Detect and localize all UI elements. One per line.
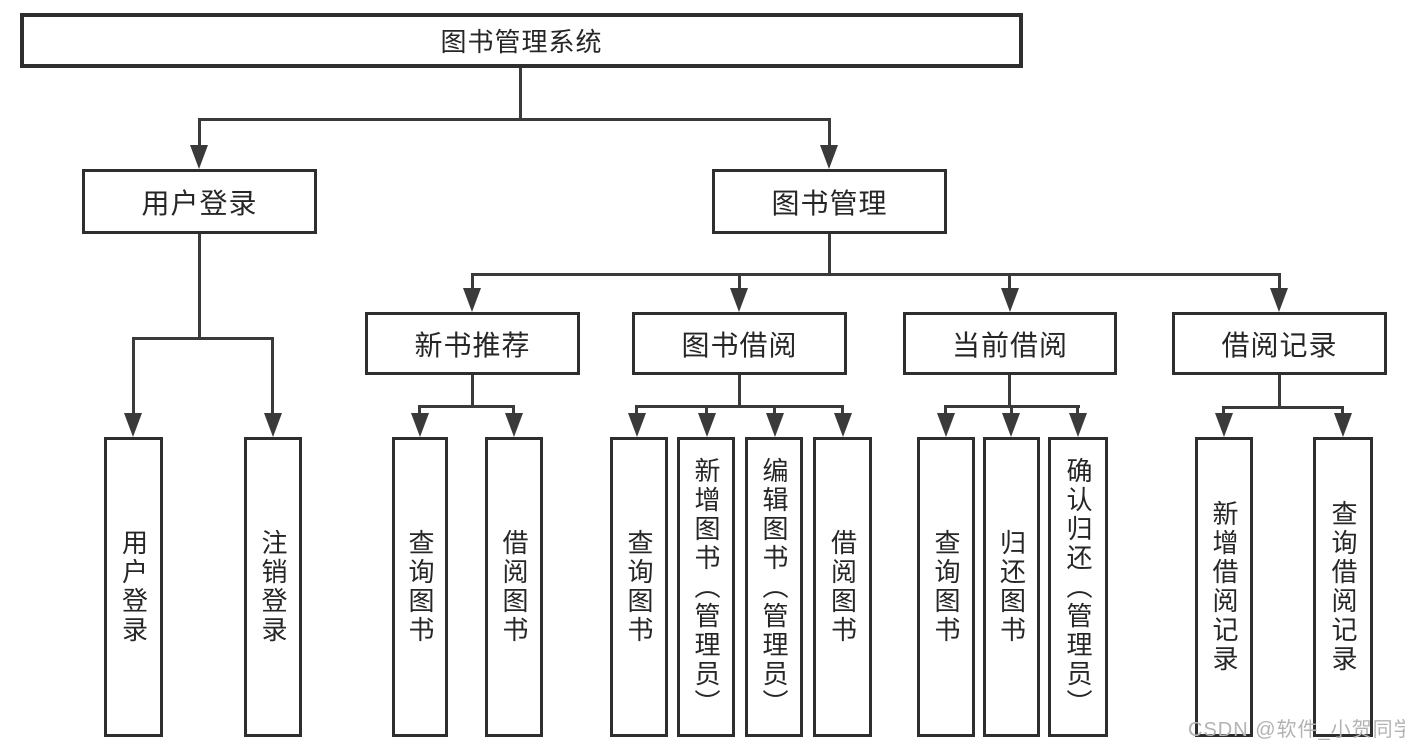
leaf-cb-confirm-return-admin-label: 确认归还（管理员） xyxy=(1063,456,1093,718)
leaf-nb-borrow-books-label: 借阅图书 xyxy=(499,529,529,645)
connector-new-book-splitter xyxy=(418,405,515,408)
arrowhead-bb-query xyxy=(628,413,646,437)
arrowhead-borrow-records xyxy=(1270,288,1288,312)
connector-user-login-stem xyxy=(198,232,201,337)
leaf-cb-return-books-label: 归还图书 xyxy=(996,529,1027,645)
arrowhead-book-mgmt xyxy=(820,145,838,169)
arrowhead-book-borrow xyxy=(730,288,748,312)
connector-drop-nb-query xyxy=(418,405,421,417)
leaf-nb-borrow-books: 借阅图书 xyxy=(485,437,543,737)
leaf-bb-edit-books-admin-label: 编辑图书（管理员） xyxy=(759,456,789,718)
connector-drop-book-borrow xyxy=(738,273,741,291)
leaf-bb-borrow-books-label: 借阅图书 xyxy=(827,529,858,645)
leaf-bb-borrow-books: 借阅图书 xyxy=(813,437,872,737)
leaf-logout: 注销登录 xyxy=(244,437,302,737)
arrowhead-bb-edit xyxy=(766,413,784,437)
connector-drop-bb-edit xyxy=(773,405,776,417)
connector-new-book-stem xyxy=(471,373,474,406)
connector-book-mgmt-stem xyxy=(828,232,831,273)
leaf-br-add-record-label: 新增借阅记录 xyxy=(1209,500,1239,674)
arrowhead-cb-return xyxy=(1002,413,1020,437)
connector-borrow-records-splitter xyxy=(1222,406,1344,409)
connector-drop-cb-return xyxy=(1010,405,1013,417)
connector-book-borrow-stem xyxy=(738,373,741,406)
leaf-br-query-record-label: 查询借阅记录 xyxy=(1328,500,1358,674)
leaf-cb-query-books-label: 查询图书 xyxy=(931,529,961,645)
arrowhead-nb-borrow xyxy=(505,413,523,437)
leaf-bb-query-books: 查询图书 xyxy=(610,437,668,737)
leaf-cb-confirm-return-admin: 确认归还（管理员） xyxy=(1048,437,1108,737)
arrowhead-new-book xyxy=(463,288,481,312)
leaf-bb-add-books-admin-label: 新增图书（管理员） xyxy=(691,456,721,718)
connector-drop-current-borrow xyxy=(1008,273,1011,291)
node-book-mgmt-label: 图书管理 xyxy=(771,187,888,219)
leaf-br-query-record: 查询借阅记录 xyxy=(1313,437,1373,737)
node-borrow-records-label: 借阅记录 xyxy=(1221,329,1338,361)
node-root: 图书管理系统 xyxy=(20,13,1023,68)
leaf-user-login: 用户登录 xyxy=(104,437,163,737)
node-current-borrow: 当前借阅 xyxy=(903,312,1117,375)
leaf-logout-label: 注销登录 xyxy=(258,529,288,645)
node-current-borrow-label: 当前借阅 xyxy=(951,329,1068,361)
csdn-watermark: CSDN @软件_小贺同学 xyxy=(1188,719,1405,741)
arrowhead-nb-query xyxy=(411,413,429,437)
node-book-borrow: 图书借阅 xyxy=(632,312,847,375)
connector-drop-user-login xyxy=(198,118,201,148)
leaf-br-add-record: 新增借阅记录 xyxy=(1195,437,1253,737)
leaf-bb-add-books-admin: 新增图书（管理员） xyxy=(677,437,735,737)
node-borrow-records: 借阅记录 xyxy=(1172,312,1387,375)
leaf-nb-query-books: 查询图书 xyxy=(392,437,448,737)
connector-drop-leaf-logout xyxy=(271,337,274,417)
connector-drop-book-mgmt xyxy=(828,118,831,148)
arrowhead-bb-borrow xyxy=(834,413,852,437)
arrowhead-current-borrow xyxy=(1001,288,1019,312)
connector-drop-nb-borrow xyxy=(512,405,515,417)
arrowhead-br-add xyxy=(1215,413,1233,437)
leaf-cb-return-books: 归还图书 xyxy=(983,437,1040,737)
arrowhead-user-login xyxy=(190,145,208,169)
connector-user-login-splitter xyxy=(132,337,274,340)
connector-root-stem xyxy=(519,66,522,118)
node-book-borrow-label: 图书借阅 xyxy=(681,329,798,361)
connector-drop-leaf-login xyxy=(132,337,135,417)
arrowhead-cb-confirm xyxy=(1069,413,1087,437)
connector-drop-borrow-records xyxy=(1278,273,1281,291)
leaf-nb-query-books-label: 查询图书 xyxy=(405,529,435,645)
arrowhead-bb-add xyxy=(698,413,716,437)
arrowhead-br-query xyxy=(1334,413,1352,437)
connector-level2-splitter xyxy=(198,118,831,121)
connector-book-borrow-splitter xyxy=(635,405,844,408)
connector-current-borrow-stem xyxy=(1008,373,1011,406)
connector-drop-bb-query xyxy=(635,405,638,417)
node-new-book-rec-label: 新书推荐 xyxy=(414,329,531,361)
leaf-cb-query-books: 查询图书 xyxy=(917,437,975,737)
node-book-mgmt: 图书管理 xyxy=(712,169,947,234)
node-root-label: 图书管理系统 xyxy=(440,27,603,57)
connector-drop-br-add xyxy=(1222,406,1225,417)
arrowhead-leaf-login xyxy=(124,413,142,437)
leaf-user-login-label: 用户登录 xyxy=(118,529,149,645)
connector-drop-bb-borrow xyxy=(841,405,844,417)
connector-drop-bb-add xyxy=(705,405,708,417)
node-new-book-rec: 新书推荐 xyxy=(365,312,580,375)
connector-drop-new-book xyxy=(471,273,474,291)
connector-drop-cb-confirm xyxy=(1076,405,1079,417)
arrowhead-cb-query xyxy=(937,413,955,437)
node-user-login-group: 用户登录 xyxy=(82,169,317,234)
leaf-bb-query-books-label: 查询图书 xyxy=(624,529,654,645)
arrowhead-leaf-logout xyxy=(264,413,282,437)
leaf-bb-edit-books-admin: 编辑图书（管理员） xyxy=(745,437,803,737)
connector-borrow-records-stem xyxy=(1278,373,1281,408)
connector-drop-br-query xyxy=(1341,406,1344,417)
connector-drop-cb-query xyxy=(944,405,947,417)
node-user-login-group-label: 用户登录 xyxy=(141,187,258,219)
connector-level3-splitter xyxy=(471,273,1281,276)
